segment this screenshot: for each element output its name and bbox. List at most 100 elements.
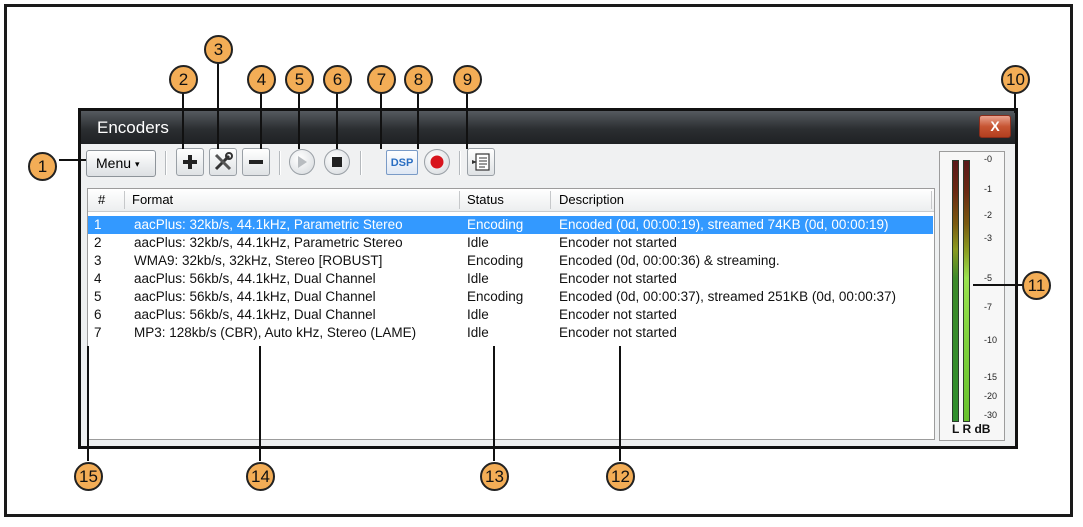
callout-leader (380, 93, 382, 149)
row-description: Encoder not started (559, 307, 677, 322)
callout-badge: 3 (204, 35, 233, 64)
callout-leader (260, 93, 262, 149)
title-bar[interactable]: Encoders X (81, 111, 1015, 144)
column-header-description[interactable]: Description (559, 192, 625, 207)
callout-badge: 15 (74, 462, 103, 491)
callout-badge: 11 (1022, 271, 1051, 300)
vu-tick: -10 (984, 335, 998, 345)
callout-leader (87, 346, 89, 461)
row-description: Encoded (0d, 00:00:37), streamed 251KB (… (559, 289, 896, 304)
callout-badge: 1 (28, 152, 57, 181)
row-status: Encoding (467, 289, 524, 304)
callout-leader (493, 346, 495, 461)
row-number: 5 (94, 289, 102, 304)
start-encoder-button[interactable] (289, 149, 315, 175)
row-number: 7 (94, 325, 102, 340)
callout-leader (298, 93, 300, 149)
row-description: Encoder not started (559, 235, 677, 250)
callout-badge: 13 (480, 462, 509, 491)
callout-badge: 10 (1001, 65, 1030, 94)
column-header-number[interactable]: # (98, 192, 106, 207)
window-title: Encoders (97, 118, 169, 137)
row-format: aacPlus: 56kb/s, 44.1kHz, Dual Channel (134, 271, 376, 286)
column-divider[interactable] (931, 191, 932, 209)
vu-tick: -0 (984, 154, 993, 164)
dsp-button[interactable]: DSP (386, 150, 418, 175)
vu-tick: -2 (984, 210, 993, 220)
callout-leader (336, 93, 338, 149)
toolbar-separator (459, 151, 461, 175)
row-number: 1 (94, 217, 102, 232)
vu-footer-label: L R dB (952, 422, 991, 436)
log-icon (472, 153, 490, 171)
callout-badge: 7 (367, 65, 396, 94)
row-description: Encoded (0d, 00:00:19), streamed 74KB (0… (559, 217, 889, 232)
vu-bar-left (952, 160, 959, 422)
callout-leader (417, 93, 419, 149)
callout-leader (217, 63, 219, 149)
table-row[interactable]: 7 MP3: 128kb/s (CBR), Auto kHz, Stereo (… (88, 324, 933, 342)
row-format: MP3: 128kb/s (CBR), Auto kHz, Stereo (LA… (134, 325, 417, 340)
vu-tick: -5 (984, 273, 993, 283)
row-number: 3 (94, 253, 102, 268)
callout-badge: 6 (323, 65, 352, 94)
table-row[interactable]: 3 WMA9: 32kb/s, 32kHz, Stereo [ROBUST] E… (88, 252, 933, 270)
row-format: aacPlus: 32kb/s, 44.1kHz, Parametric Ste… (134, 235, 403, 250)
tools-icon (214, 152, 233, 171)
annotation-frame: Encoders X Menu▾ (4, 4, 1073, 517)
list-header: # Format Status Description (88, 189, 934, 212)
toolbar-separator (360, 151, 362, 175)
column-header-status[interactable]: Status (467, 192, 504, 207)
table-row[interactable]: 5 aacPlus: 56kb/s, 44.1kHz, Dual Channel… (88, 288, 933, 306)
vu-meter: -0 -1 -2 -3 -5 -7 -10 -15 -20 -30 L R dB (939, 151, 1005, 441)
row-format: WMA9: 32kb/s, 32kHz, Stereo [ROBUST] (134, 253, 383, 268)
stop-encoder-button[interactable] (324, 149, 350, 175)
row-description: Encoder not started (559, 271, 677, 286)
callout-badge: 9 (453, 65, 482, 94)
encoder-log-button[interactable] (467, 148, 495, 176)
vu-tick: -15 (984, 372, 998, 382)
column-divider[interactable] (124, 191, 125, 209)
remove-encoder-button[interactable] (242, 148, 270, 176)
callout-badge: 4 (247, 65, 276, 94)
callout-leader (973, 284, 1023, 286)
chevron-down-icon: ▾ (135, 158, 140, 169)
row-number: 4 (94, 271, 102, 286)
row-format: aacPlus: 32kb/s, 44.1kHz, Parametric Ste… (134, 217, 403, 232)
vu-tick: -1 (984, 184, 993, 194)
column-divider[interactable] (459, 191, 460, 209)
row-status: Encoding (467, 253, 524, 268)
configure-encoder-button[interactable] (209, 148, 237, 176)
encoders-window: Encoders X Menu▾ (78, 108, 1018, 449)
column-divider[interactable] (550, 191, 551, 209)
row-format: aacPlus: 56kb/s, 44.1kHz, Dual Channel (134, 289, 376, 304)
vu-tick: -20 (984, 391, 998, 401)
add-encoder-button[interactable] (176, 148, 204, 176)
callout-badge: 14 (246, 462, 275, 491)
menu-button[interactable]: Menu▾ (86, 150, 156, 177)
vu-bar-right (963, 160, 970, 422)
row-status: Idle (467, 325, 489, 340)
table-row[interactable]: 6 aacPlus: 56kb/s, 44.1kHz, Dual Channel… (88, 306, 933, 324)
row-description: Encoder not started (559, 325, 677, 340)
callout-leader (619, 346, 621, 461)
column-header-format[interactable]: Format (132, 192, 174, 207)
table-row[interactable]: 1 aacPlus: 32kb/s, 44.1kHz, Parametric S… (88, 216, 933, 234)
toolbar-separator (165, 151, 167, 175)
table-row[interactable]: 2 aacPlus: 32kb/s, 44.1kHz, Parametric S… (88, 234, 933, 252)
callout-leader (182, 93, 184, 149)
row-status: Idle (467, 271, 489, 286)
row-description: Encoded (0d, 00:00:36) & streaming. (559, 253, 780, 268)
encoder-list[interactable]: # Format Status Description 1 aacPlus: 3… (87, 188, 935, 440)
callout-badge: 5 (285, 65, 314, 94)
table-row[interactable]: 4 aacPlus: 56kb/s, 44.1kHz, Dual Channel… (88, 270, 933, 288)
record-button[interactable] (424, 149, 450, 175)
row-status: Idle (467, 235, 489, 250)
row-format: aacPlus: 56kb/s, 44.1kHz, Dual Channel (134, 307, 376, 322)
close-button[interactable]: X (979, 115, 1011, 138)
row-number: 6 (94, 307, 102, 322)
callout-leader (1014, 93, 1016, 113)
toolbar-separator (279, 151, 281, 175)
callout-badge: 12 (606, 462, 635, 491)
callout-leader (466, 93, 468, 149)
